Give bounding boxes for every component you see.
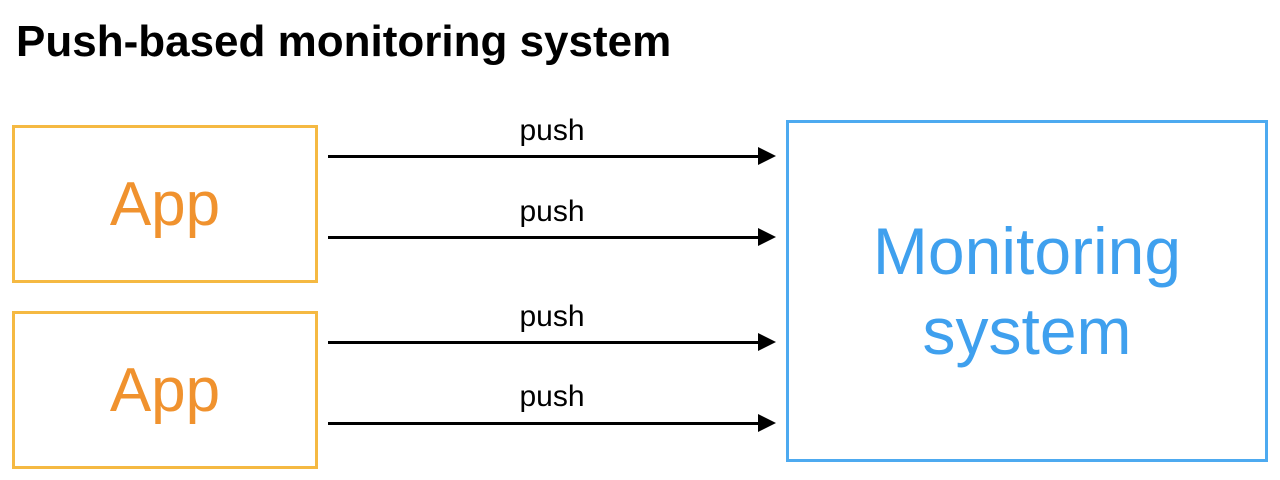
arrow-head-icon [758,147,776,165]
push-arrow-3 [328,332,776,352]
push-arrow-1 [328,146,776,166]
monitoring-label-line2: system [922,294,1132,368]
push-label-2: push [519,195,585,228]
arrow-head-icon [758,228,776,246]
monitoring-system-box: Monitoring system [786,120,1268,462]
app-box-2: App [12,311,318,469]
app-box-1: App [12,125,318,283]
push-arrow-2 [328,227,776,247]
diagram-title: Push-based monitoring system [16,17,672,66]
arrow-shaft [328,341,760,344]
push-label-3: push [519,300,585,333]
monitoring-label-line1: Monitoring [872,214,1182,288]
arrow-shaft [328,236,760,239]
push-label-1: push [519,114,585,147]
app-label-1: App [109,169,221,239]
arrow-head-icon [758,414,776,432]
arrow-shaft [328,155,760,158]
arrow-head-icon [758,333,776,351]
push-label-4: push [519,380,585,413]
push-arrow-4 [328,413,776,433]
arrow-shaft [328,422,760,425]
app-label-2: App [109,355,221,425]
